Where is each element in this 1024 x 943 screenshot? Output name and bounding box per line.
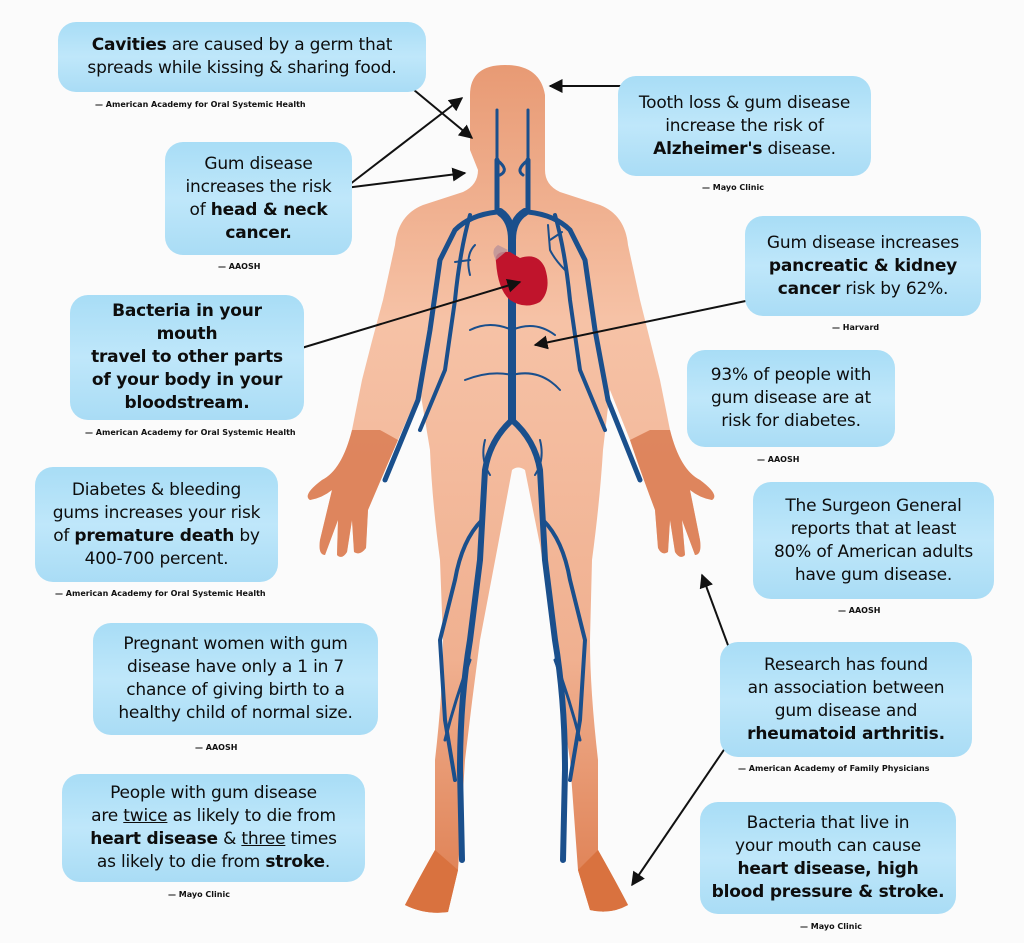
callout-pregnancy: Pregnant women with gum disease have onl… (93, 623, 378, 735)
body-silhouette (307, 65, 715, 913)
source-citation: — Mayo Clinic (168, 890, 230, 899)
callout-head-neck-cancer: Gum disease increases the risk of head &… (165, 142, 352, 255)
callout-premature-death: Diabetes & bleeding gums increases your … (35, 467, 278, 582)
callout-diabetes: 93% of people with gum disease are at ri… (687, 350, 895, 447)
pointer-arrows (294, 79, 761, 887)
callout-surgeon-general: The Surgeon General reports that at leas… (753, 482, 994, 599)
callout-rheumatoid-arthritis: Research has found an association betwee… (720, 642, 972, 757)
callout-pancreatic-kidney: Gum disease increases pancreatic & kidne… (745, 216, 981, 316)
source-citation: — American Academy for Oral Systemic Hea… (55, 589, 266, 598)
source-citation: — American Academy for Oral Systemic Hea… (95, 100, 306, 109)
callout-alzheimers: Tooth loss & gum disease increase the ri… (618, 76, 871, 176)
callout-text-bold: Cavities (91, 35, 167, 55)
source-citation: — AAOSH (757, 455, 800, 464)
veins (382, 108, 643, 863)
source-citation: — American Academy of Family Physicians (738, 764, 930, 773)
source-citation: — AAOSH (218, 262, 261, 271)
callout-bloodstream: Bacteria in your mouth travel to other p… (70, 295, 304, 420)
callout-cavities: Cavities are caused by a germ that sprea… (58, 22, 426, 92)
callout-heart-disease-bp: Bacteria that live in your mouth can cau… (700, 802, 956, 914)
source-citation: — Harvard (832, 323, 880, 332)
callout-heart-stroke-risk: People with gum disease are twice as lik… (62, 774, 365, 882)
source-citation: — Mayo Clinic (702, 183, 764, 192)
source-citation: — Mayo Clinic (800, 922, 862, 931)
source-citation: — AAOSH (838, 606, 881, 615)
source-citation: — American Academy for Oral Systemic Hea… (85, 428, 296, 437)
source-citation: — AAOSH (195, 743, 238, 752)
